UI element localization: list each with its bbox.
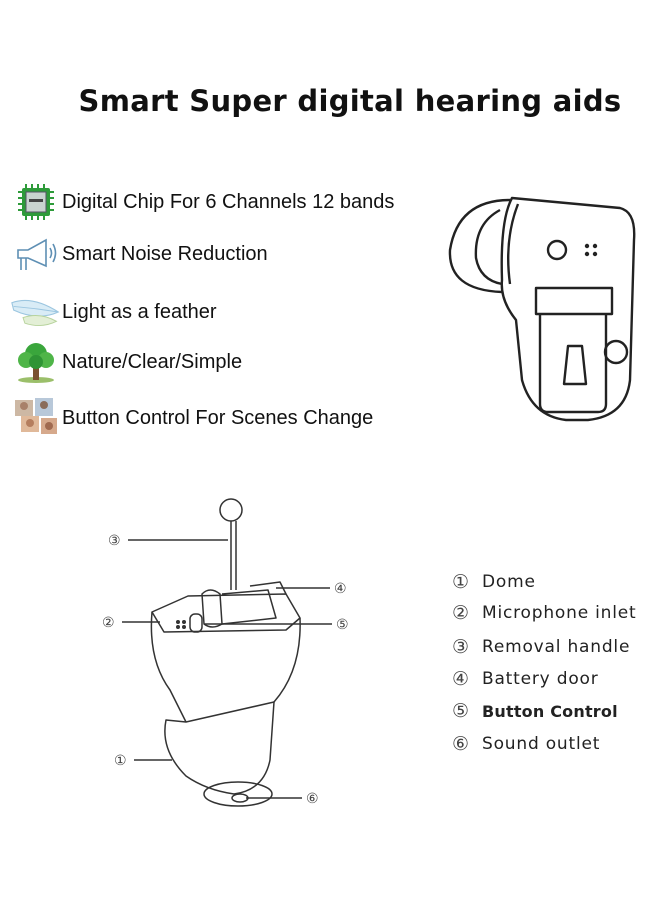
feature-text: Light as a feather xyxy=(62,300,217,323)
megaphone-icon xyxy=(10,234,62,274)
feature-text: Nature/Clear/Simple xyxy=(62,350,243,373)
callout-outlet: ⑥ xyxy=(306,791,319,807)
feather-icon xyxy=(10,292,62,332)
feature-item-chip: Digital Chip For 6 Channels 12 bands xyxy=(10,182,394,222)
part-label-mic: ② Microphone inlet xyxy=(452,602,637,624)
part-label-button: ⑤ Button Control xyxy=(452,700,618,722)
callout-handle: ③ xyxy=(108,533,121,549)
part-label-dome: ① Dome xyxy=(452,571,536,593)
feature-item-noise: Smart Noise Reduction xyxy=(10,234,268,274)
feature-item-nature: Nature/Clear/Simple xyxy=(10,342,243,383)
callout-button: ⑤ xyxy=(336,617,349,633)
chip-icon xyxy=(10,182,62,222)
part-label-outlet: ⑥ Sound outlet xyxy=(452,733,601,755)
hearing-aid-diagram: ③ ② ① ④ ⑤ ⑥ xyxy=(102,498,349,807)
page-title: Smart Super digital hearing aids xyxy=(78,84,622,118)
part-label-handle: ③ Removal handle xyxy=(452,636,631,658)
part-label-battery: ④ Battery door xyxy=(452,668,599,690)
tree-icon xyxy=(10,342,62,383)
feature-item-feather: Light as a feather xyxy=(10,292,217,332)
callout-mic: ② xyxy=(102,615,115,631)
feature-text: Button Control For Scenes Change xyxy=(62,406,374,429)
callout-battery: ④ xyxy=(334,581,347,597)
feature-text: Smart Noise Reduction xyxy=(62,242,268,265)
callout-dome: ① xyxy=(114,753,127,769)
feature-text: Digital Chip For 6 Channels 12 bands xyxy=(62,190,395,213)
hearing-aid-side-view xyxy=(448,196,636,422)
feature-item-scenes: Button Control For Scenes Change xyxy=(10,398,373,438)
photos-icon xyxy=(10,398,62,438)
